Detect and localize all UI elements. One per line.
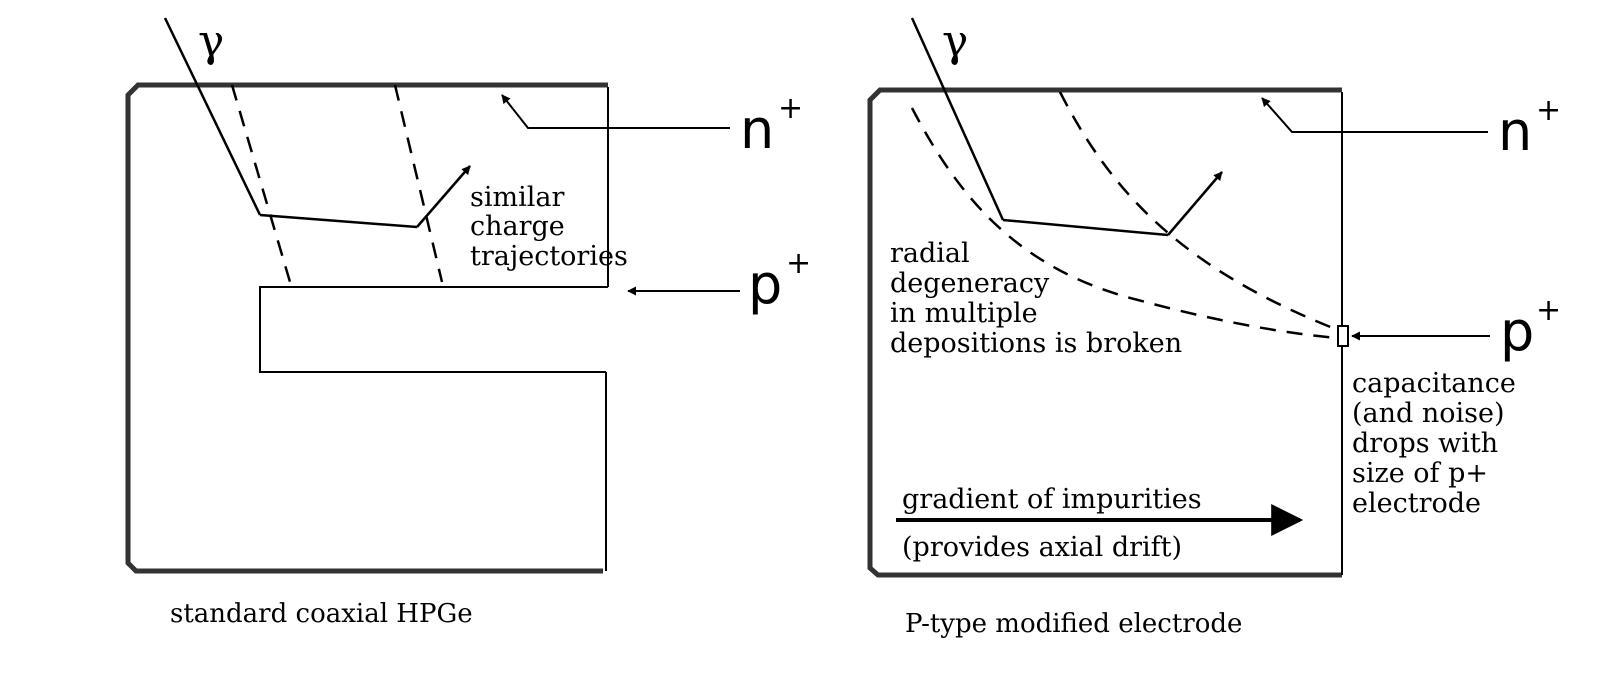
right-caption: P-type modified electrode (905, 609, 1242, 639)
left-detector-outline (125, 82, 608, 574)
right-scatter-track (1002, 218, 1169, 237)
right-n-plus-label: n (1498, 100, 1532, 163)
degeneracy-line-3: in multiple (890, 298, 1038, 329)
left-scatter-track (259, 213, 418, 229)
left-n-plus-pointer (501, 94, 730, 129)
left-n-plus-label: n (740, 98, 774, 161)
left-charge-trajectory-1 (230, 84, 292, 283)
right-panel: γ n + p + radial degeneracy in multiple … (867, 16, 1561, 639)
right-p-plus-label: p (1500, 300, 1534, 363)
right-detector-outline (867, 87, 1342, 578)
left-charge-trajectory-2 (393, 84, 444, 283)
left-annotation-line-3: trajectories (470, 241, 628, 272)
capacitance-line-3: drops with (1352, 428, 1498, 459)
right-p-plus-point-contact (1337, 325, 1349, 347)
degeneracy-line-2: degeneracy (890, 268, 1050, 299)
left-p-plus-sup: + (786, 246, 811, 281)
left-gamma-label: γ (198, 16, 224, 67)
left-panel: γ n + p + similar charge trajectories st… (125, 16, 811, 629)
right-gamma-track (910, 17, 1005, 221)
gradient-sublabel: (provides axial drift) (902, 532, 1182, 563)
right-p-plus-sup: + (1536, 293, 1561, 328)
capacitance-line-1: capacitance (1352, 368, 1516, 399)
capacitance-line-5: electrode (1352, 488, 1481, 519)
right-n-plus-pointer (1261, 97, 1488, 133)
left-scatter-exit-arrow (416, 165, 471, 228)
capacitance-line-2: (and noise) (1352, 398, 1505, 429)
degeneracy-line-1: radial (890, 238, 970, 269)
capacitance-line-4: size of p+ (1352, 458, 1488, 489)
right-gamma-label: γ (942, 16, 968, 67)
degeneracy-line-4: depositions is broken (890, 328, 1182, 359)
left-p-plus-well (259, 286, 608, 373)
left-gamma-track (163, 17, 262, 216)
left-p-plus-label: p (748, 253, 782, 316)
left-n-plus-sup: + (778, 91, 803, 126)
right-n-plus-sup: + (1536, 93, 1561, 128)
right-charge-trajectory-2 (1058, 91, 1339, 332)
left-caption: standard coaxial HPGe (170, 599, 473, 629)
right-charge-trajectory-1 (910, 107, 1339, 340)
left-annotation-line-2: charge (470, 211, 565, 242)
left-annotation-line-1: similar (470, 182, 564, 213)
right-scatter-exit-arrow (1167, 171, 1223, 236)
gradient-label: gradient of impurities (902, 484, 1202, 515)
